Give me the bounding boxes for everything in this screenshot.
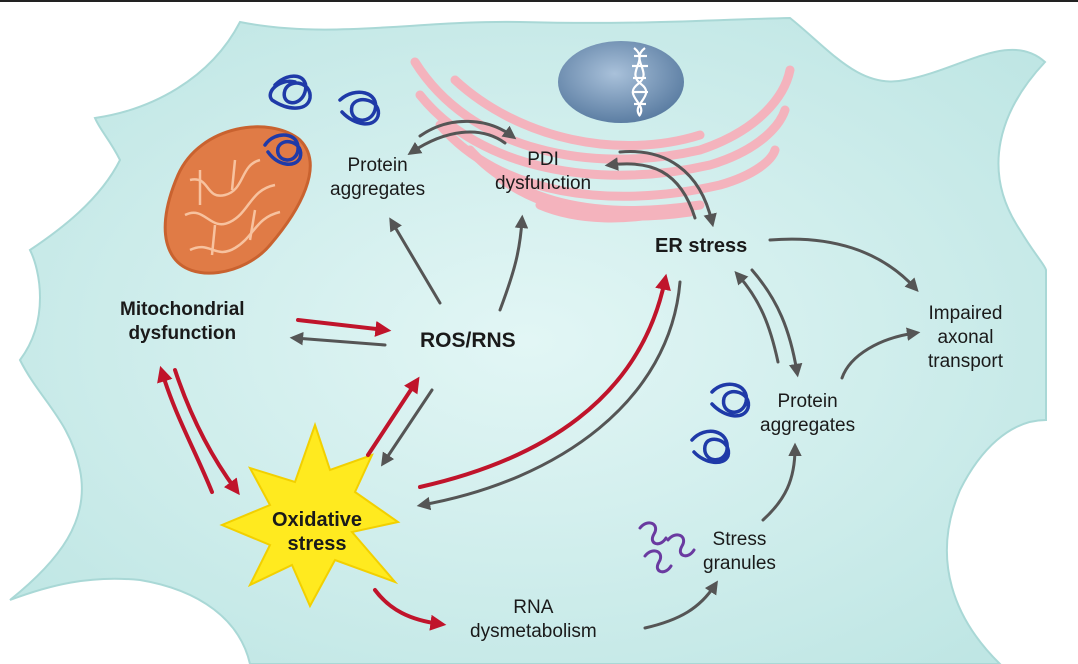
arrow-ros-to-protein-top	[389, 217, 442, 305]
label-er-stress: ER stress	[655, 235, 748, 257]
arrow-mito-to-ros	[296, 318, 392, 337]
stress-granule-icon	[638, 521, 696, 574]
arrows	[157, 119, 921, 631]
arrow-granules-to-protein-right	[761, 442, 802, 522]
label-pdi-dysfunction: PDI dysfunction	[495, 149, 592, 194]
arrow-protein-top-to-pdi	[418, 119, 517, 140]
arrow-er-to-protein-right	[750, 268, 803, 378]
arrow-er-to-axonal	[768, 237, 919, 292]
label-stress-granules: Stress granules	[703, 529, 776, 574]
arrow-protein-right-to-er	[734, 270, 780, 364]
arrow-oxidative-to-ros	[366, 376, 420, 457]
arrow-ros-to-pdi	[498, 214, 529, 312]
label-oxidative-stress: Oxidative stress	[272, 509, 363, 555]
arrow-oxidative-to-er	[418, 273, 671, 489]
top-border-line	[0, 0, 1078, 2]
arrow-ros-to-oxidative	[381, 388, 434, 467]
protein-aggregate-icon	[690, 382, 751, 465]
arrow-mito-to-oxidative	[173, 368, 240, 496]
label-rna-dysmetabolism: RNA dysmetabolism	[470, 597, 597, 642]
arrow-oxidative-to-rna	[373, 588, 447, 631]
nucleus-icon	[558, 41, 684, 123]
arrow-er-to-oxidative	[416, 280, 682, 511]
label-impaired-axonal-transport: Impaired axonal transport	[928, 303, 1003, 372]
label-protein-aggregates-top: Protein aggregates	[330, 155, 426, 200]
er-membrane-icon	[410, 57, 795, 223]
arrow-pdi-to-er	[618, 150, 717, 228]
dna-icon	[631, 47, 648, 117]
protein-aggregate-icon	[263, 74, 380, 166]
label-mitochondrial-dysfunction: Mitochondrial dysfunction	[120, 299, 245, 344]
arrow-oxidative-to-mito	[157, 365, 214, 494]
label-protein-aggregates-right: Protein aggregates	[760, 391, 856, 436]
starburst-icon	[219, 421, 401, 609]
arrow-ros-to-mito	[289, 331, 387, 347]
arrow-er-to-pdi	[604, 157, 697, 220]
label-ros-rns: ROS/RNS	[420, 329, 516, 352]
arrow-protein-right-to-axonal	[840, 327, 921, 380]
arrow-pdi-to-protein-top	[407, 130, 507, 155]
mitochondrion-icon	[163, 125, 312, 275]
arrow-rna-to-granules	[643, 580, 718, 630]
